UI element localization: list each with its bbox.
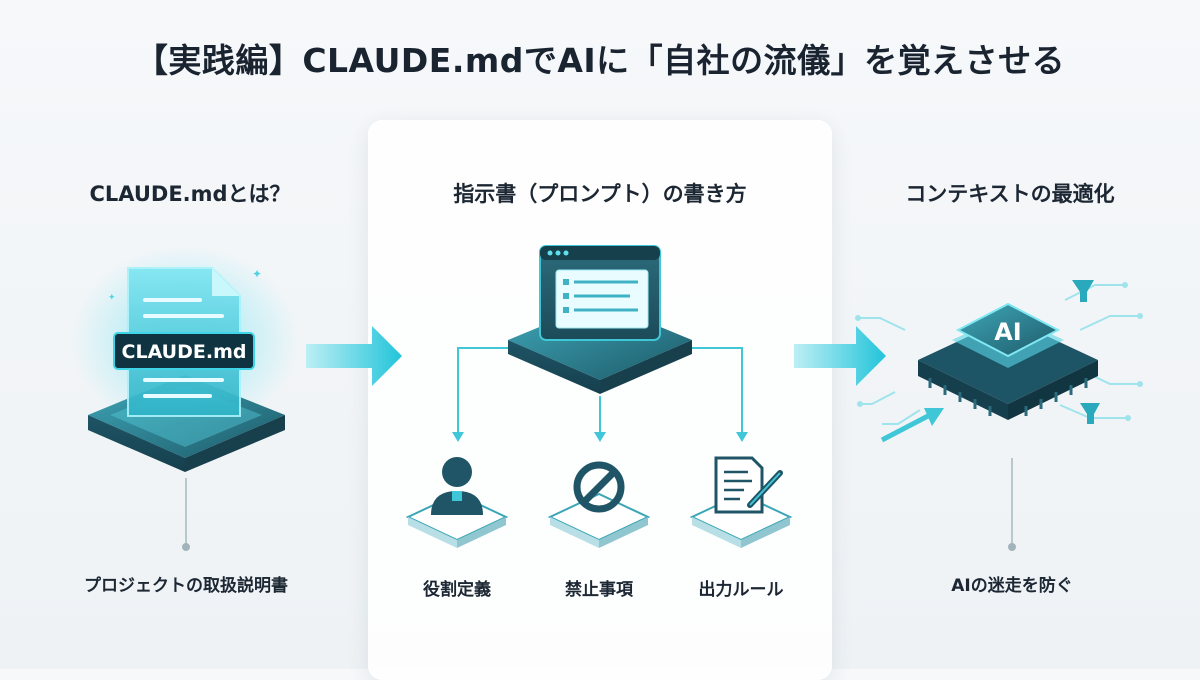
flow-arrow-icon: [306, 326, 402, 386]
item-label-prohibited: 禁止事項: [565, 580, 633, 600]
svg-text:✦: ✦: [252, 267, 262, 281]
connector-dot: [182, 543, 190, 551]
file-label: CLAUDE.md: [122, 341, 247, 363]
item-label-output-rules: 出力ルール: [698, 580, 784, 600]
column-1-caption: プロジェクトの取扱説明書: [84, 576, 288, 596]
flow-arrow-icon: [794, 326, 886, 386]
item-label-role: 役割定義: [423, 580, 491, 600]
document-edit-icon: [689, 456, 793, 548]
column-3-caption: AIの迷走を防ぐ: [951, 576, 1073, 596]
prompt-window-icon: [508, 245, 692, 394]
prohibited-icon: [547, 461, 651, 548]
column-1-heading: CLAUDE.mdとは？: [89, 182, 291, 206]
ai-chip-icon: AI: [855, 280, 1143, 443]
claude-md-document-icon: CLAUDE.md ✦ ✦: [70, 245, 300, 472]
connector-dot: [1008, 543, 1016, 551]
branch-connectors: [457, 347, 743, 432]
column-2-heading: 指示書（プロンプト）の書き方: [453, 182, 747, 206]
page-title: 【実践編】CLAUDE.mdでAIに「自社の流儀」を覚えさせる: [134, 41, 1066, 80]
chip-label: AI: [994, 318, 1022, 346]
user-role-icon: [405, 457, 509, 548]
column-3-heading: コンテキストの最適化: [905, 182, 1115, 206]
svg-text:✦: ✦: [108, 293, 116, 303]
